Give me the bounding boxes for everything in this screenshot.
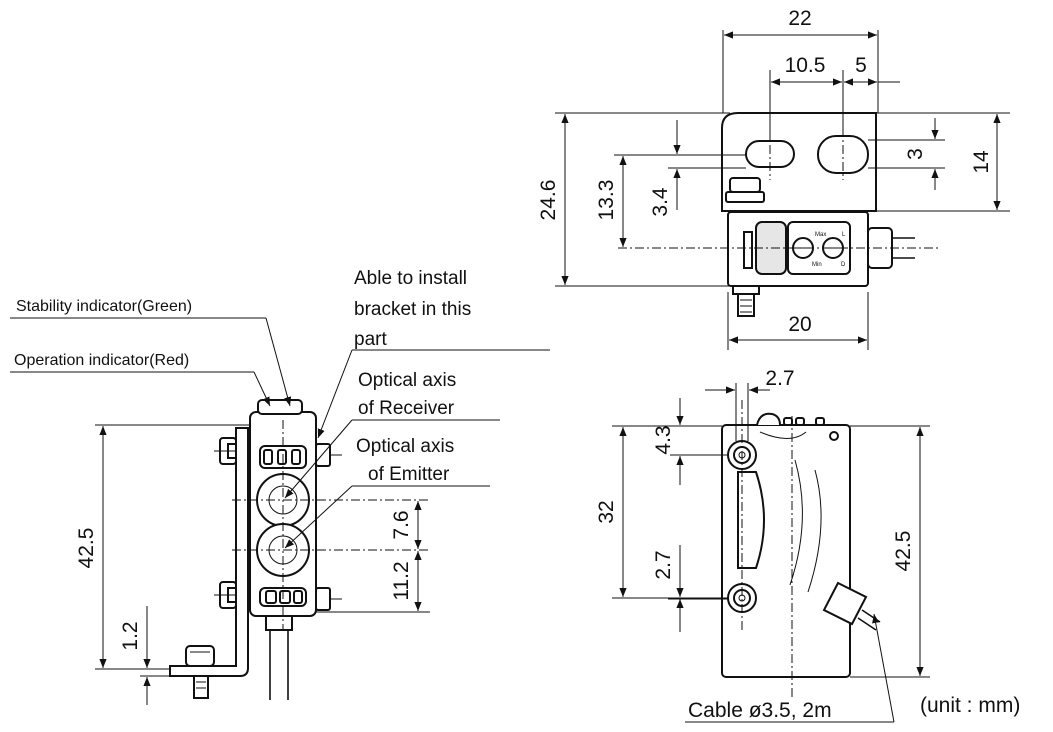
dim-side-screw-offset: 2.7: [765, 367, 794, 390]
label-emitter-line1: Optical axis: [356, 436, 454, 457]
label-bracket-line2: bracket in this: [354, 299, 471, 320]
dim-side-height: 42.5: [892, 531, 915, 572]
dim-front-emitter-offset: 11.2: [390, 561, 413, 600]
front-view-screw: [193, 675, 209, 699]
front-view-indicators: [257, 399, 303, 415]
dim-top-axis-height: 13.3: [595, 180, 618, 221]
label-receiver-line1: Optical axis: [358, 370, 456, 391]
dim-top-slot-offset: 3.4: [649, 187, 672, 217]
dim-front-axis-spacing: 7.6: [390, 510, 413, 539]
dim-top-total-height: 24.6: [537, 180, 560, 221]
dim-side-top-offset: 4.3: [652, 425, 675, 454]
dim-top-body-width: 20: [788, 313, 811, 336]
dim-top-bracket-height: 14: [970, 150, 993, 174]
label-receiver-line2: of Receiver: [358, 398, 455, 419]
knob-label-d: D: [841, 262, 846, 268]
label-cable: Cable ø3.5, 2m: [688, 699, 832, 722]
top-view: Max Min L D: [537, 7, 1010, 350]
dim-side-bottom-offset: 2.7: [652, 550, 675, 579]
label-emitter-line2: of Emitter: [368, 464, 450, 485]
label-unit: (unit : mm): [920, 694, 1020, 717]
side-view: 2.7 4.3 32 2.7 42.5 Cable ø3.5, 2m (unit…: [595, 367, 1020, 723]
label-bracket-line3: part: [354, 329, 387, 350]
knob-label-min: Min: [812, 262, 822, 268]
knob-label-max: Max: [815, 232, 826, 238]
side-view-cable-gland: [822, 581, 868, 626]
dim-front-bracket-thickness: 1.2: [119, 621, 142, 650]
label-bracket-line1: Able to install: [354, 268, 467, 289]
dim-front-height: 42.5: [75, 528, 98, 569]
top-view-screw: [737, 293, 755, 317]
knob-label-l: L: [842, 232, 846, 238]
dim-top-width: 22: [788, 7, 811, 30]
front-view: 42.5 1.2 7.6 11.2 Stability indicator(Gr…: [10, 268, 550, 705]
top-view-indicator: [743, 231, 753, 269]
dim-top-slot-pitch: 10.5: [785, 54, 826, 77]
dim-top-slot-width: 5: [855, 54, 867, 77]
front-view-bracket: [169, 427, 249, 677]
label-stability-indicator: Stability indicator(Green): [16, 298, 192, 315]
dim-top-slot-height: 3: [904, 148, 927, 160]
label-operation-indicator: Operation indicator(Red): [14, 352, 189, 369]
dim-side-screw-pitch: 32: [595, 500, 618, 523]
